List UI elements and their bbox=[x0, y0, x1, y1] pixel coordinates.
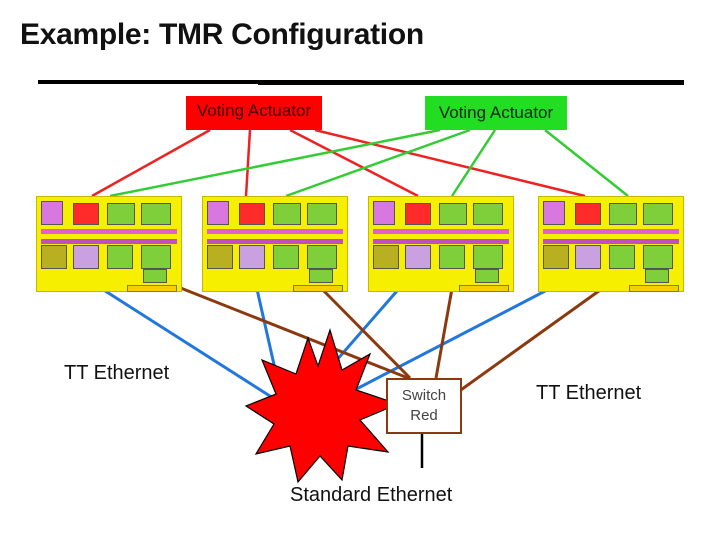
voting-actuator-red: Voting Actuator bbox=[186, 96, 322, 130]
voting-actuator-green: Voting Actuator bbox=[425, 96, 567, 130]
node-component-green-b bbox=[643, 203, 673, 225]
brown-link-node-1 bbox=[167, 281, 409, 380]
node-component-magenta bbox=[41, 201, 63, 225]
node-component-green-d bbox=[307, 245, 337, 269]
node-component-green-d bbox=[141, 245, 171, 269]
node-bus-bar bbox=[543, 229, 679, 234]
node-component-green-d bbox=[643, 245, 673, 269]
node-component-green-a bbox=[609, 203, 637, 225]
tt-ethernet-label-right: TT Ethernet bbox=[536, 382, 642, 404]
green-link-node-4 bbox=[544, 129, 629, 197]
node-component-small-green bbox=[645, 269, 669, 283]
title-rule-right bbox=[258, 80, 684, 85]
brown-link-node-3 bbox=[434, 282, 455, 379]
node-bus-bar-lower bbox=[207, 239, 343, 244]
node-component-lavender bbox=[405, 245, 431, 269]
node-component-green-c bbox=[609, 245, 635, 269]
green-link-node-3 bbox=[450, 129, 497, 197]
soc-node-3-icon bbox=[368, 196, 514, 292]
node-bus-bar bbox=[207, 229, 343, 234]
node-component-magenta bbox=[373, 201, 395, 225]
title-rule-left bbox=[38, 80, 260, 84]
node-component-green-c bbox=[439, 245, 465, 269]
node-component-magenta bbox=[207, 201, 229, 225]
node-component-small-green bbox=[475, 269, 499, 283]
node-component-green-b bbox=[141, 203, 171, 225]
red-link-node-3 bbox=[289, 128, 419, 198]
node-memory-block bbox=[459, 285, 509, 292]
node-component-magenta bbox=[543, 201, 565, 225]
page-title: Example: TMR Configuration bbox=[20, 18, 424, 51]
node-component-green-a bbox=[107, 203, 135, 225]
blue-link-node-4 bbox=[315, 274, 575, 412]
node-component-lavender bbox=[575, 245, 601, 269]
soc-node-4-icon bbox=[538, 196, 684, 292]
soc-node-1-icon bbox=[36, 196, 182, 292]
node-component-small-green bbox=[143, 269, 167, 283]
node-component-red bbox=[575, 203, 601, 225]
node-component-green-b bbox=[473, 203, 503, 225]
node-component-red bbox=[239, 203, 265, 225]
node-component-green-c bbox=[273, 245, 299, 269]
green-link-node-2 bbox=[285, 128, 471, 198]
blue-link-node-1 bbox=[87, 278, 296, 414]
node-memory-block bbox=[629, 285, 679, 292]
node-component-green-c bbox=[107, 245, 133, 269]
node-component-olive bbox=[207, 245, 233, 269]
node-component-olive bbox=[373, 245, 399, 269]
standard-ethernet-label: Standard Ethernet bbox=[290, 484, 453, 506]
brown-link-node-2 bbox=[314, 281, 412, 380]
node-component-small-green bbox=[309, 269, 333, 283]
node-memory-block bbox=[293, 285, 343, 292]
node-component-lavender bbox=[73, 245, 99, 269]
node-component-green-a bbox=[439, 203, 467, 225]
node-memory-block bbox=[127, 285, 177, 292]
brown-link-node-4 bbox=[457, 281, 611, 394]
switch-label-line2: Red bbox=[410, 407, 438, 424]
node-bus-bar bbox=[373, 229, 509, 234]
node-component-green-a bbox=[273, 203, 301, 225]
red-link-node-4 bbox=[314, 128, 586, 198]
node-bus-bar bbox=[41, 229, 177, 234]
node-component-red bbox=[405, 203, 431, 225]
switch-red: Switch Red bbox=[386, 378, 462, 434]
node-component-green-d bbox=[473, 245, 503, 269]
fault-explosion-star-icon bbox=[244, 328, 400, 484]
node-bus-bar-lower bbox=[543, 239, 679, 244]
red-link-node-1 bbox=[91, 128, 211, 198]
node-component-olive bbox=[41, 245, 67, 269]
switch-label-line1: Switch bbox=[401, 387, 447, 404]
node-bus-bar-lower bbox=[41, 239, 177, 244]
node-component-red bbox=[73, 203, 99, 225]
node-component-green-b bbox=[307, 203, 337, 225]
red-link-node-2 bbox=[244, 129, 252, 197]
node-bus-bar-lower bbox=[373, 239, 509, 244]
green-link-node-1 bbox=[109, 128, 441, 198]
soc-node-2-icon bbox=[202, 196, 348, 292]
node-component-lavender bbox=[239, 245, 265, 269]
node-component-olive bbox=[543, 245, 569, 269]
tt-ethernet-label-left: TT Ethernet bbox=[64, 362, 170, 384]
